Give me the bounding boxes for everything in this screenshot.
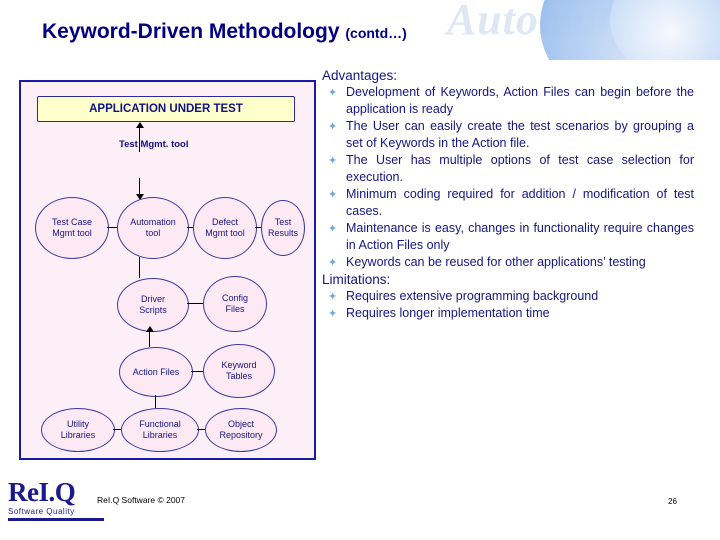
bullet-icon: ✦ [328, 308, 338, 320]
list-item: ✦ Requires extensive programming backgrou… [322, 288, 694, 305]
header-divider [0, 60, 720, 62]
list-item: ✦ Minimum coding required for addition / … [322, 186, 694, 219]
bullet-icon: ✦ [328, 121, 338, 133]
bullet-icon: ✦ [328, 189, 338, 201]
arrow-defect-results [255, 227, 261, 228]
arrow-automation-driver-line [139, 257, 140, 278]
company-logo: ReI.Q Software Quality [8, 478, 108, 521]
page-title: Keyword-Driven Methodology (contd…) [42, 20, 407, 44]
logo-underline [8, 518, 104, 521]
arrow-testcase-automation [107, 227, 117, 228]
list-item-text: The User can easily create the test scen… [346, 119, 694, 150]
arrow-automation-up-head [136, 194, 144, 200]
diagram-node-action-files: Action Files [119, 347, 193, 397]
arrow-utility-functional [113, 429, 121, 430]
arrow-aut-to-automation-line [139, 126, 140, 152]
methodology-diagram: APPLICATION UNDER TEST Test Mgmt. tool T… [19, 80, 316, 460]
footer-copyright: ReI.Q Software © 2007 [97, 495, 186, 505]
bullet-icon: ✦ [328, 155, 338, 167]
page-title-text: Keyword-Driven Methodology [42, 20, 340, 43]
list-item-text: Development of Keywords, Action Files ca… [346, 85, 694, 116]
arrow-action-keyword [191, 371, 203, 372]
arrow-action-functional-line [155, 395, 156, 408]
list-item: ✦ Maintenance is easy, changes in functio… [322, 220, 694, 253]
page-title-suffix: (contd…) [345, 25, 407, 41]
content-column: Advantages: ✦ Development of Keywords, Ac… [322, 68, 694, 323]
bullet-icon: ✦ [328, 87, 338, 99]
bullet-icon: ✦ [328, 290, 338, 303]
limitations-list: ✦ Requires extensive programming backgrou… [322, 288, 694, 322]
advantages-list: ✦ Development of Keywords, Action Files c… [322, 84, 694, 271]
list-item: ✦ Development of Keywords, Action Files c… [322, 84, 694, 117]
arrow-driver-action-line [149, 330, 150, 347]
list-item: ✦ Requires longer implementation time [322, 305, 694, 322]
list-item: ✦ The User can easily create the test sce… [322, 118, 694, 151]
list-item-text: Keywords can be reused for other applica… [346, 255, 646, 269]
diagram-label-test-mgmt-tool: Test Mgmt. tool [119, 139, 189, 150]
list-item-text: Minimum coding required for addition / m… [346, 187, 694, 218]
advantages-heading: Advantages: [322, 68, 398, 83]
logo-wordmark: ReI.Q [8, 477, 76, 507]
list-item-text: Requires extensive programming backgroun… [346, 288, 599, 303]
list-item-text: Maintenance is easy, changes in function… [346, 221, 694, 252]
limitations-heading: Limitations: [322, 271, 391, 287]
bullet-icon: ✦ [328, 223, 338, 235]
arrow-automation-defect [187, 227, 193, 228]
arrow-automation-up-line [139, 178, 140, 196]
footer-page-number: 26 [668, 497, 677, 506]
footer-divider [0, 470, 720, 471]
arrow-driver-action-head [146, 326, 154, 332]
diagram-node-application-under-test: APPLICATION UNDER TEST [37, 96, 295, 122]
arrow-driver-config [187, 303, 203, 304]
logo-tagline: Software Quality [8, 507, 75, 516]
slide-header: Automation Keyword-Driven Methodology (c… [0, 0, 720, 62]
list-item-text: The User has multiple options of test ca… [346, 153, 694, 184]
list-item: ✦ The User has multiple options of test c… [322, 152, 694, 185]
header-swoosh-highlight [610, 0, 720, 62]
bullet-icon: ✦ [328, 257, 338, 269]
list-item: ✦ Keywords can be reused for other applic… [322, 254, 694, 271]
arrow-aut-to-automation-head [136, 122, 144, 128]
list-item-text: Requires longer implementation time [346, 306, 550, 320]
arrow-functional-object [197, 429, 205, 430]
